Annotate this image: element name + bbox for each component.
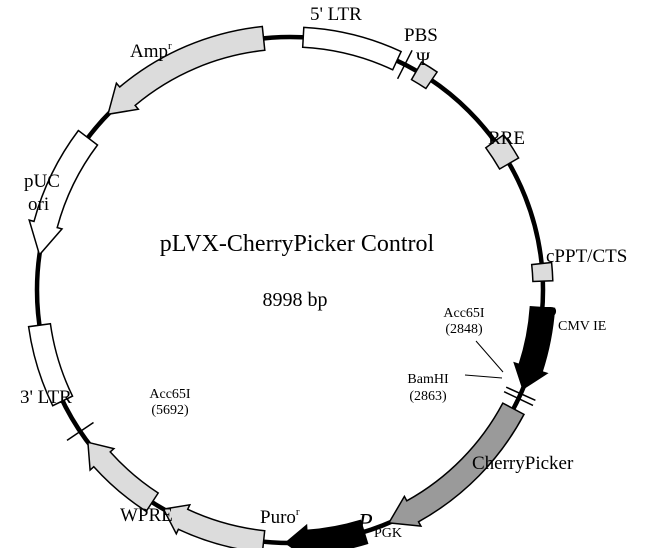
label-5-ltr: 5' LTR xyxy=(310,4,362,25)
feature-cherrypicker xyxy=(387,402,526,527)
feature-puc-ori xyxy=(28,129,99,257)
site-acc65i-5692-pos: (5692) xyxy=(151,403,189,418)
label-cmv-p: P xyxy=(541,303,557,329)
label-puc-line1: pUC xyxy=(24,171,60,192)
site-acc65i-2848-pos: (2848) xyxy=(445,322,483,337)
label-pbs: PBS xyxy=(404,25,438,46)
label-wpre: WPRE xyxy=(120,505,173,526)
label-puro-sup: r xyxy=(296,506,300,518)
site-acc65i-2848-name: Acc65I xyxy=(443,306,485,321)
label-amp-text: Amp xyxy=(130,41,168,62)
feature-wpre xyxy=(87,441,160,513)
site-acc65i-5692-name: Acc65I xyxy=(149,387,191,402)
label-cmv-sub: CMV IE xyxy=(558,319,606,334)
acc65i-2848-tick-a xyxy=(505,386,536,401)
label-cppt-cts: cPPT/CTS xyxy=(546,246,627,267)
label-3-ltr: 3' LTR xyxy=(20,387,72,408)
feature-cppt-cts xyxy=(530,261,554,283)
label-pgk-p: P xyxy=(357,510,373,536)
label-puc-line2: ori xyxy=(28,194,49,215)
acc65i-2848-tick-b xyxy=(503,391,534,407)
acc65i-2848-leader xyxy=(475,340,504,373)
feature-psi xyxy=(410,61,439,90)
label-amp: Ampr xyxy=(130,40,172,62)
feature-pgk-promoter xyxy=(284,519,369,548)
site-bamhi-pos: (2863) xyxy=(409,389,447,404)
feature-5-ltr xyxy=(301,26,403,71)
bamhi-leader xyxy=(464,374,503,379)
label-rre: RRE xyxy=(488,128,525,149)
label-psi: Ψ xyxy=(416,49,430,70)
label-amp-sup: r xyxy=(168,40,172,52)
label-pgk-sub: PGK xyxy=(374,526,402,541)
feature-3-ltr xyxy=(27,322,74,407)
feature-amp-resistance xyxy=(106,25,266,116)
acc65i-5692-tick xyxy=(66,421,94,442)
label-puro-text: Puro xyxy=(260,507,296,528)
feature-puro-resistance xyxy=(162,503,266,548)
label-cherrypicker: CherryPicker xyxy=(472,453,574,474)
feature-rre xyxy=(484,133,520,171)
site-bamhi-name: BamHI xyxy=(407,372,449,387)
pbs-tick xyxy=(396,49,413,80)
plasmid-name: pLVX-CherryPicker Control xyxy=(160,231,435,257)
feature-cmv-ie-promoter xyxy=(513,305,556,391)
label-puro: Puror xyxy=(260,506,300,528)
plasmid-size: 8998 bp xyxy=(263,289,328,311)
